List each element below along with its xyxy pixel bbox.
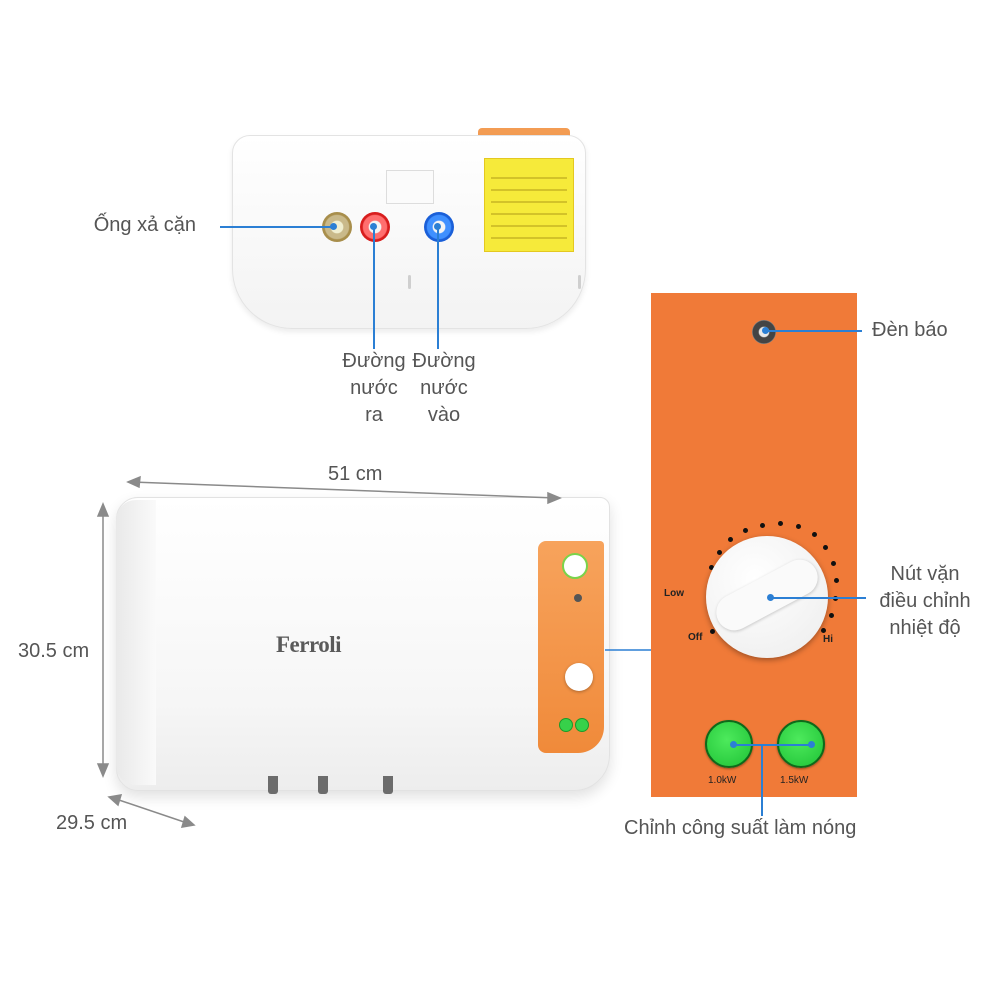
knob-off-mark: Off	[688, 632, 703, 643]
knob-hi-mark: Hi	[823, 634, 833, 645]
arrow-head	[180, 815, 196, 828]
mount-slot	[408, 275, 411, 289]
knob-scale-tick	[778, 521, 783, 526]
callout-dot	[762, 327, 769, 334]
height-label: 30.5 cm	[18, 640, 90, 662]
knob-scale-tick	[743, 528, 748, 533]
knob-scale-tick	[796, 524, 801, 529]
callout-dot	[730, 741, 737, 748]
knob-scale-tick	[823, 545, 828, 550]
rating-sticker	[386, 170, 434, 204]
callout-dot	[330, 223, 337, 230]
water-in-label: Đường nước vào	[412, 350, 476, 426]
arrow-head	[547, 491, 562, 505]
callout-dot	[808, 741, 815, 748]
heater-front-view	[116, 497, 610, 791]
width-label: 51 cm	[328, 463, 383, 485]
callout-line-indicator	[766, 330, 862, 332]
depth-arrow	[112, 797, 191, 825]
eco-badge-icon	[562, 553, 588, 579]
front-power-button	[575, 718, 589, 732]
callout-dot	[370, 223, 377, 230]
depth-label: 29.5 cm	[56, 812, 128, 834]
callout-line-power-h	[734, 744, 812, 746]
knob-scale-tick	[710, 629, 715, 634]
drain-pipe-label: Ống xả cặn	[93, 214, 196, 236]
pipe-stub	[383, 776, 393, 794]
arrow-head	[126, 475, 141, 489]
brand-logo: Ferroli	[276, 632, 342, 657]
callout-line-drain	[220, 226, 334, 228]
front-temperature-knob	[565, 663, 593, 691]
knob-scale-tick	[834, 578, 839, 583]
knob-scale-tick	[831, 561, 836, 566]
temperature-knob-label: Nút vặn điều chỉnh nhiệt độ	[879, 563, 971, 639]
knob-scale-tick	[728, 537, 733, 542]
callout-line-water-in	[437, 227, 439, 349]
callout-line-power-v	[761, 744, 763, 816]
knob-scale-tick	[760, 523, 765, 528]
front-power-button	[559, 718, 573, 732]
indicator-light-label: Đèn báo	[872, 319, 948, 341]
knob-scale-tick	[829, 613, 834, 618]
knob-scale-tick	[709, 565, 714, 570]
knob-low-mark: Low	[664, 588, 684, 599]
pipe-stub	[268, 776, 278, 794]
width-arrow	[131, 481, 557, 499]
arrow-head	[96, 763, 110, 778]
water-out-label: Đường nước ra	[342, 350, 406, 426]
callout-line-water-out	[373, 227, 375, 349]
heater-side-edge	[116, 500, 156, 785]
power-label-1-5kw: 1.5kW	[780, 775, 809, 786]
pipe-stub	[318, 776, 328, 794]
knob-scale-tick	[717, 550, 722, 555]
callout-line-knob	[770, 597, 866, 599]
front-indicator-light	[574, 594, 582, 602]
callout-dot	[434, 223, 441, 230]
knob-scale-tick	[812, 532, 817, 537]
arrow-head	[96, 502, 110, 517]
callout-dot	[767, 594, 774, 601]
mount-slot	[578, 275, 581, 289]
knob-scale-tick	[821, 628, 826, 633]
power-label-1kw: 1.0kW	[708, 775, 737, 786]
warning-label	[484, 158, 574, 252]
power-adjust-label: Chỉnh công suất làm nóng	[624, 817, 857, 839]
arrow-head	[107, 794, 123, 807]
